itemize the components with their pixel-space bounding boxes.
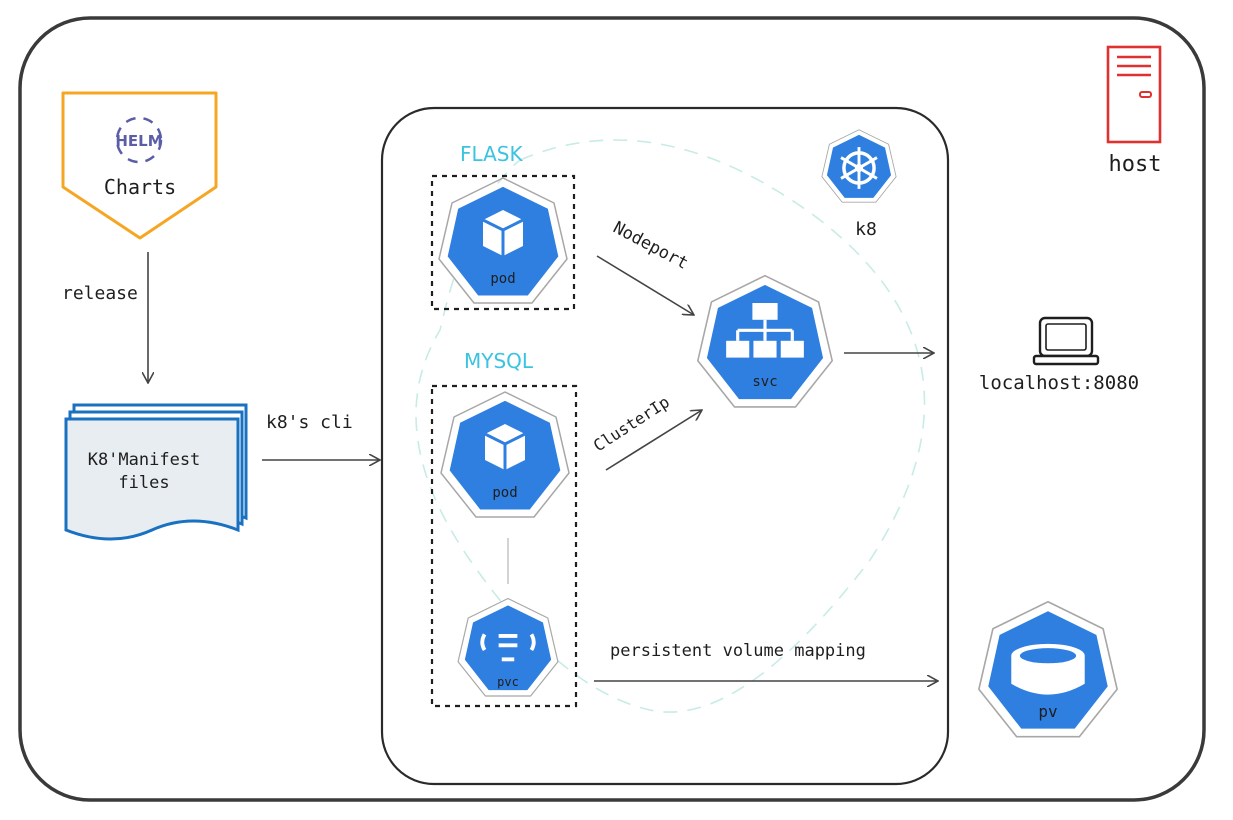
pv-mapping-label: persistent volume mapping [610, 641, 866, 661]
host-label: host [1109, 152, 1162, 177]
pod-cube-icon [484, 424, 526, 470]
k8s-cli-label: k8's cli [266, 412, 353, 433]
flask-group-box [430, 174, 576, 311]
helm-logo-text: HELM [115, 132, 162, 150]
mysql-group-box [430, 384, 578, 708]
host-frame [18, 16, 1206, 802]
k8-label: k8 [855, 219, 877, 240]
k8s-logo [820, 128, 898, 204]
pvc-label: pvc [497, 675, 519, 689]
nodeport-label: Nodeport [610, 218, 692, 274]
mysql-pod [441, 392, 569, 517]
k8s-wheel-icon [840, 147, 878, 189]
clusterip-arrow [605, 410, 702, 471]
pvc-icon [480, 633, 536, 662]
flask-label: FLASK [460, 142, 523, 166]
release-label: release [62, 283, 138, 304]
pvc-node [456, 596, 560, 698]
pv-node [979, 602, 1117, 737]
manifest-line1: K8'Manifest [88, 450, 201, 470]
mysql-label: MYSQL [464, 349, 534, 373]
localhost-label: localhost:8080 [979, 372, 1139, 394]
pod-cube-icon [482, 210, 524, 256]
clusterip-label: ClusterIp [590, 392, 673, 455]
mysql-pod-label: pod [492, 485, 517, 501]
flask-pod [439, 178, 567, 303]
pv-drum-icon [1011, 643, 1085, 695]
pv-label: pv [1038, 702, 1057, 721]
network-outline [415, 139, 926, 713]
k8s-cluster-box [380, 106, 950, 786]
nodeport-arrow [596, 255, 694, 315]
charts-label: Charts [104, 175, 176, 199]
svc-label: svc [752, 374, 777, 390]
svc-network-icon [726, 303, 804, 358]
helm-charts-badge: HELM Charts [61, 91, 218, 240]
laptop-icon [1032, 316, 1100, 366]
svc-node [698, 276, 832, 407]
helm-logo-icon [115, 116, 163, 164]
flask-pod-label: pod [490, 271, 515, 287]
manifest-files: K8'Manifest files [64, 403, 248, 541]
manifest-line2: files [118, 473, 169, 493]
server-icon [1106, 45, 1162, 144]
